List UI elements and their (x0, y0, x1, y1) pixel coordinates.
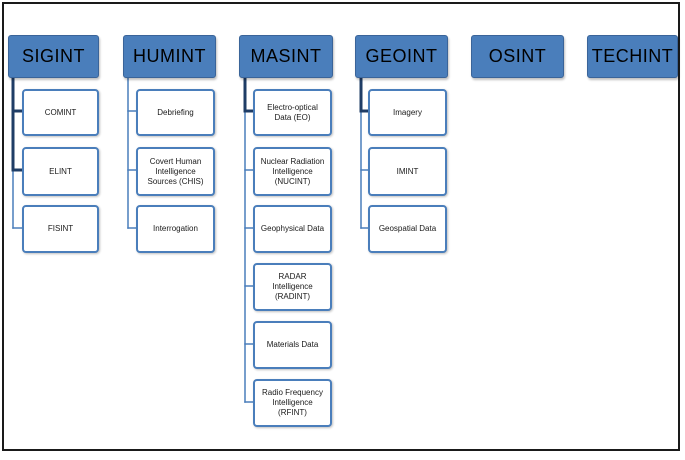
header-sigint: SIGINT (8, 35, 99, 78)
box-geophysical: Geophysical Data (253, 205, 332, 253)
header-masint: MASINT (239, 35, 333, 78)
box-nucint: Nuclear Radiation Intelligence (NUCINT) (253, 147, 332, 196)
header-techint: TECHINT (587, 35, 678, 78)
box-imagery: Imagery (368, 89, 447, 136)
box-debriefing: Debriefing (136, 89, 215, 136)
header-osint: OSINT (471, 35, 564, 78)
connector-lines (11, 74, 370, 403)
box-fisint: FISINT (22, 205, 99, 253)
box-materials: Materials Data (253, 321, 332, 369)
box-electro-optical: Electro-optical Data (EO) (253, 89, 332, 136)
box-chis: Covert Human Intelligence Sources (CHIS) (136, 147, 215, 196)
box-interrogation: Interrogation (136, 205, 215, 253)
diagram-frame: SIGINT HUMINT MASINT GEOINT OSINT TECHIN… (2, 2, 680, 451)
box-comint: COMINT (22, 89, 99, 136)
box-imint: IMINT (368, 147, 447, 196)
box-geospatial: Geospatial Data (368, 205, 447, 253)
header-geoint: GEOINT (355, 35, 448, 78)
box-radint: RADAR Intelligence (RADINT) (253, 263, 332, 311)
header-humint: HUMINT (123, 35, 216, 78)
box-rfint: Radio Frequency Intelligence (RFINT) (253, 379, 332, 427)
box-elint: ELINT (22, 147, 99, 196)
